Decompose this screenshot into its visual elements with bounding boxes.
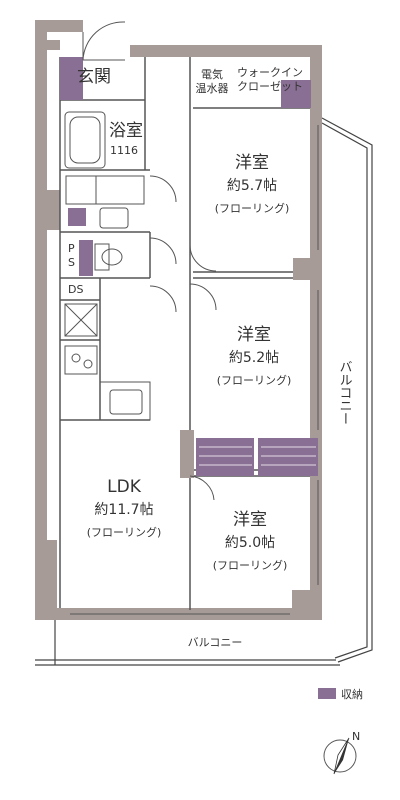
western3-size: 約5.0帖 xyxy=(225,535,275,551)
wic-label-2: クローゼット xyxy=(237,80,303,93)
ds-label: DS xyxy=(68,283,83,296)
north-arrow-icon: N xyxy=(323,730,360,775)
western1-size: 約5.7帖 xyxy=(227,178,277,194)
ps-label-p: P xyxy=(68,242,75,255)
western2-size: 約5.2帖 xyxy=(229,350,279,366)
interior-walls xyxy=(59,57,310,610)
western1-floor: (フローリング) xyxy=(215,201,290,215)
legend-swatch xyxy=(318,688,336,699)
balcony-right-outline xyxy=(321,117,373,663)
wall-columns xyxy=(180,258,313,612)
western2-name: 洋室 xyxy=(237,325,271,345)
storage-areas xyxy=(60,57,318,476)
electric-label-1: 電気 xyxy=(201,67,223,81)
stove xyxy=(64,345,98,375)
legend-label: 収納 xyxy=(341,688,363,701)
entrance-door xyxy=(82,21,126,61)
outer-walls xyxy=(35,20,322,620)
ds-box xyxy=(64,303,98,337)
balcony-right-label: バルコニー xyxy=(337,360,353,425)
balcony-bottom-label: バルコニー xyxy=(188,636,243,649)
bath-label: 浴室 xyxy=(109,121,143,141)
ldk-size: 約11.7帖 xyxy=(94,502,153,518)
entrance-label: 玄関 xyxy=(77,67,111,87)
compass-n-label: N xyxy=(352,730,360,743)
ldk-floor: (フローリング) xyxy=(87,525,162,539)
western3-floor: (フローリング) xyxy=(213,558,288,572)
kitchen-sink xyxy=(99,381,151,421)
bath-size-label: 1116 xyxy=(110,144,138,157)
windows xyxy=(70,125,319,615)
western3-name: 洋室 xyxy=(233,510,267,530)
wic-label-1: ウォークイン xyxy=(237,66,303,79)
western1-name: 洋室 xyxy=(235,153,269,173)
storage-hatch xyxy=(199,446,316,466)
room-doors xyxy=(149,175,217,501)
bathtub xyxy=(64,111,106,169)
toilet xyxy=(94,243,123,271)
electric-label-2: 温水器 xyxy=(196,82,229,95)
ps-label-s: S xyxy=(68,256,75,269)
western2-floor: (フローリング) xyxy=(217,373,292,387)
balcony-bottom-outline xyxy=(35,612,340,666)
washbasin xyxy=(65,175,145,229)
ldk-name: LDK xyxy=(107,477,142,497)
